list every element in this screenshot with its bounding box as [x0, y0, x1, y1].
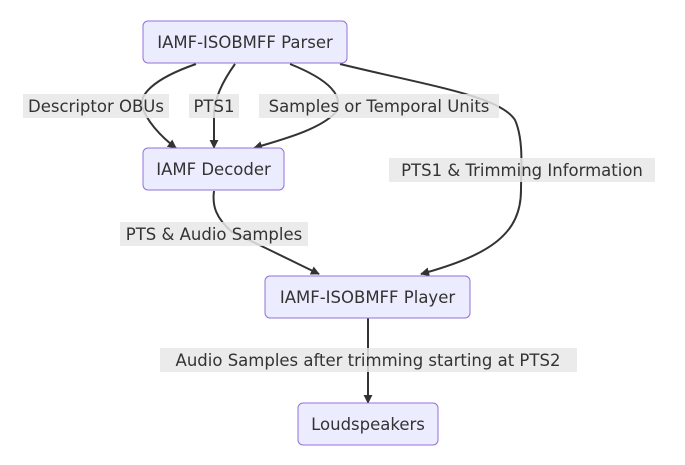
node-iamf-isobmff-parser: IAMF-ISOBMFF Parser	[142, 20, 348, 64]
edge-label-descriptor-obus: Descriptor OBUs	[23, 94, 169, 118]
edge-labels: Descriptor OBUs PTS1 Samples or Temporal…	[23, 94, 655, 372]
node-loudspeakers: Loudspeakers	[297, 402, 439, 446]
nodes: IAMF-ISOBMFF Parser IAMF Decoder IAMF-IS…	[142, 20, 471, 446]
edge-label-background	[389, 158, 655, 182]
edge-label-background	[189, 94, 239, 118]
edge-label-text: Descriptor OBUs	[28, 97, 164, 116]
edge-label-text: PTS & Audio Samples	[126, 225, 302, 244]
node-iamf-isobmff-player: IAMF-ISOBMFF Player	[264, 275, 471, 319]
node-box	[142, 147, 285, 191]
edge-label-samples-or-temporal-units: Samples or Temporal Units	[259, 94, 499, 118]
edge-label-text: PTS1	[193, 97, 234, 116]
edge-label-pts1-trimming-information: PTS1 & Trimming Information	[389, 158, 655, 182]
node-iamf-decoder: IAMF Decoder	[142, 147, 285, 191]
edge-label-background	[160, 348, 577, 372]
edge-label-text: Audio Samples after trimming starting at…	[176, 351, 561, 370]
edge-label-text: PTS1 & Trimming Information	[401, 161, 643, 180]
edge-label-background	[259, 94, 499, 118]
node-box	[297, 402, 439, 446]
node-box	[142, 20, 348, 64]
node-label: IAMF-ISOBMFF Parser	[157, 33, 333, 52]
edge-label-pts-audio-samples: PTS & Audio Samples	[120, 222, 308, 246]
node-label: IAMF-ISOBMFF Player	[280, 288, 456, 307]
edge-parser-to-player	[339, 63, 523, 277]
edge-label-background	[120, 222, 308, 246]
node-box	[264, 275, 471, 319]
edge-label-text: Samples or Temporal Units	[269, 97, 490, 116]
node-label: IAMF Decoder	[156, 160, 271, 179]
edge-label-audio-samples-after-trimming: Audio Samples after trimming starting at…	[160, 348, 577, 372]
edge-label-background	[23, 94, 169, 118]
node-label: Loudspeakers	[311, 415, 425, 434]
edge-label-pts1: PTS1	[189, 94, 239, 118]
